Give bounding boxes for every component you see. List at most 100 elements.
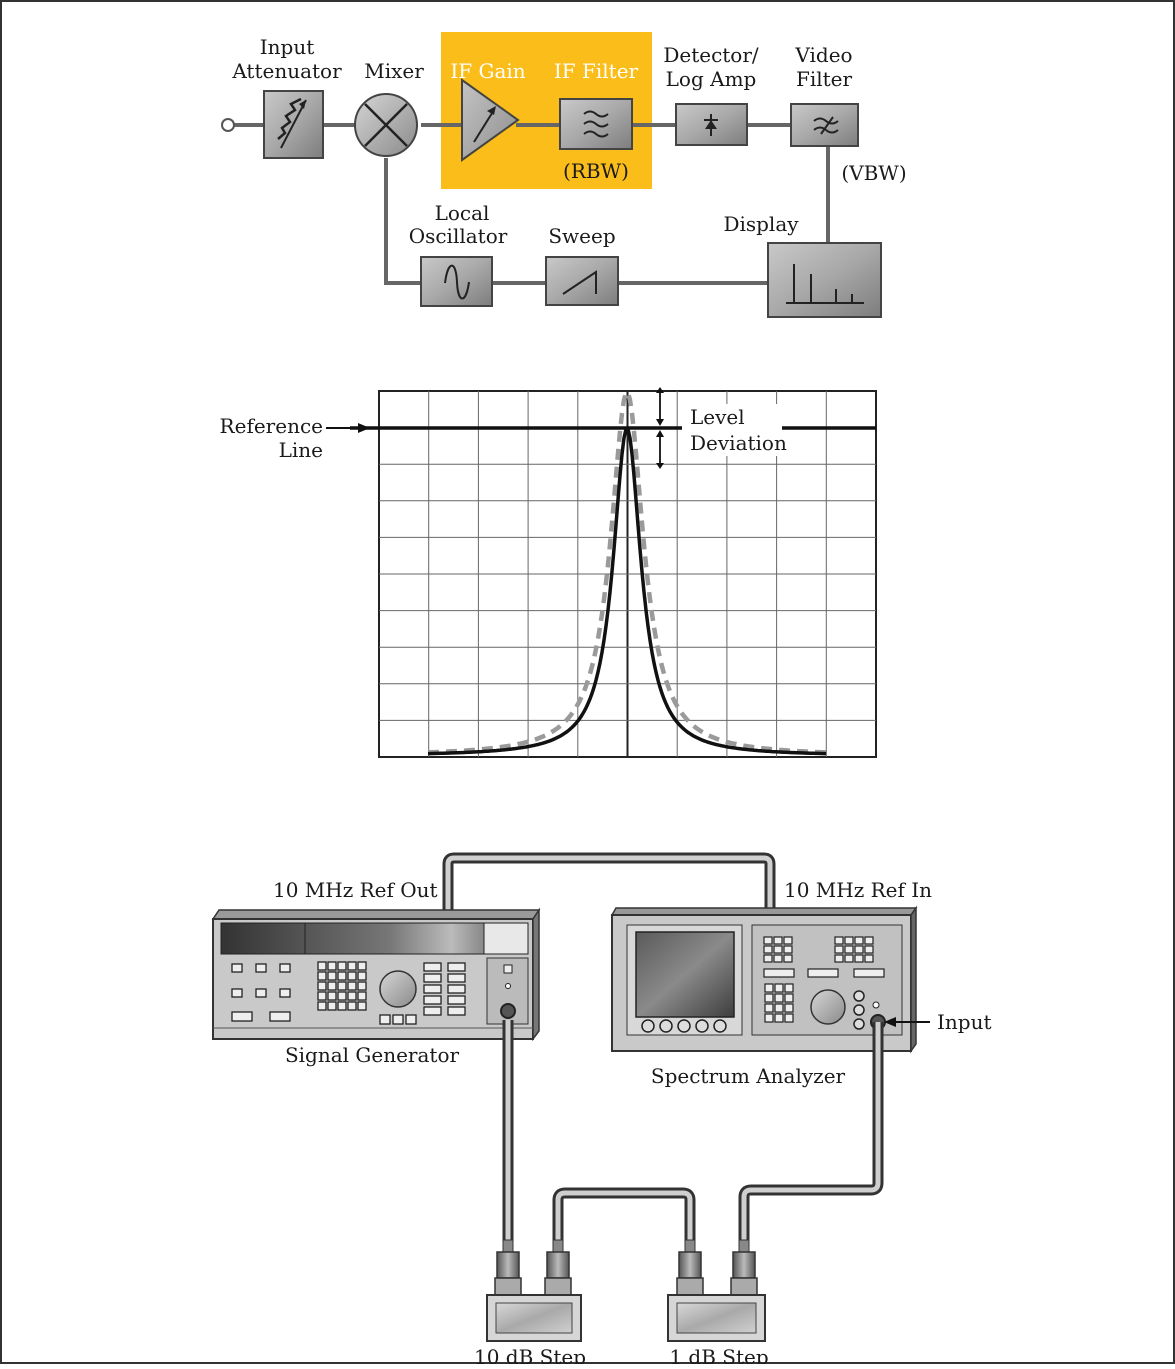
generator-key [392,1014,404,1025]
step-1db-label: 1 dB Step [669,1345,768,1364]
generator-key [347,971,357,981]
local-oscillator-block [420,256,493,307]
analyzer-key [764,1013,774,1023]
rf-cables [502,1020,884,1250]
generator-key [231,963,243,973]
if-filter-block [559,98,633,150]
ref-cable [445,855,773,910]
local-oscillator-label-line2: Oscillator [409,224,508,248]
generator-key [279,963,291,973]
analyzer-key [864,954,874,963]
display-block [767,242,882,318]
signal-generator-label: Signal Generator [285,1043,460,1067]
generator-key [255,988,267,998]
analyzer-key [854,954,864,963]
analyzer-key [783,954,793,963]
analyzer-key [834,945,844,954]
analyzer-key [774,1013,784,1023]
bandpass-filter-icon [583,110,609,138]
input-attenuator-label-line1: Input [260,35,315,59]
attenuator-10db-connector-a [494,1239,522,1296]
connector-body [730,1277,758,1296]
if-filter-label: IF Filter [554,59,639,83]
input-label: Input [937,1010,992,1034]
analyzer-key [773,954,783,963]
diode-icon [704,114,718,136]
level-deviation-label-line2: Deviation [690,431,787,455]
detector-block [675,103,748,146]
analyzer-key [773,936,783,945]
generator-key [357,961,367,971]
video-filter-block [790,103,859,147]
test-setup: 10 MHz Ref Out 10 MHz Ref In Signal Gene… [211,852,992,1369]
solid-trace [428,427,826,756]
spectrum-display-icon [786,264,864,304]
analyzer-key [864,945,874,954]
analyzer-key [773,945,783,954]
if-gain-block [461,78,520,162]
analyzer-key [763,936,773,945]
display-label: Display [723,212,799,236]
generator-key [357,1001,367,1011]
generator-key [231,1011,253,1022]
connector-nut [496,1251,520,1279]
generator-key [317,1001,327,1011]
generator-key [447,1006,466,1016]
level-deviation-arrows [656,387,664,469]
local-oscillator-label-line1: Local [435,201,490,225]
reference-line-label-line1: Reference [220,414,323,438]
connector-nut [732,1251,756,1279]
analyzer-key [763,954,773,963]
generator-key [337,991,347,1001]
analyzer-key [844,936,854,945]
attenuator-1db-connector-a [676,1239,704,1296]
rbw-label: (RBW) [563,159,629,183]
generator-key [423,995,442,1005]
generator-key [317,981,327,991]
generator-key [327,971,337,981]
rf-input-port [221,118,235,132]
analyzer-key [774,983,784,993]
generator-key [327,991,337,1001]
mixer-block [354,93,418,157]
analyzer-key [834,936,844,945]
spectrum-analyzer-label: Spectrum Analyzer [651,1064,846,1088]
analyzer-key [844,945,854,954]
analyzer-key [783,945,793,954]
connector-nut [678,1251,702,1279]
gain-arrow-icon [473,109,495,143]
generator-key [317,971,327,981]
attenuator-10db-connector-b [544,1239,572,1296]
generator-keypad [231,961,466,1025]
analyzer-key [844,954,854,963]
generator-key [337,1001,347,1011]
generator-key [357,971,367,981]
graticule-figure: Reference Line Level Deviation [220,387,877,758]
analyzer-key [864,936,874,945]
analyzer-softkey [695,1019,709,1033]
signal-path [234,123,830,285]
connector-boot [502,1239,514,1253]
sweep-block [545,256,619,306]
generator-key [357,981,367,991]
generator-key [255,963,267,973]
analyzer-key [784,1003,794,1013]
video-filter-label-line1: Video [794,43,852,67]
level-deviation-label-line1: Level [690,405,745,429]
step-10db-label: 10 dB Step [474,1345,586,1364]
generator-tuning-knob [379,970,417,1008]
generator-key [357,991,367,1001]
analyzer-key [834,954,844,963]
analyzer-key [774,1003,784,1013]
reference-line-label-line2: Line [279,438,323,462]
generator-key [317,991,327,1001]
analyzer-round-key [853,1018,865,1030]
generator-key [231,988,243,998]
detector-label-line1: Detector/ [663,43,759,67]
analyzer-key [854,936,864,945]
detector-label-line2: Log Amp [666,67,757,91]
signal-generator [211,907,541,1042]
generator-key [347,961,357,971]
